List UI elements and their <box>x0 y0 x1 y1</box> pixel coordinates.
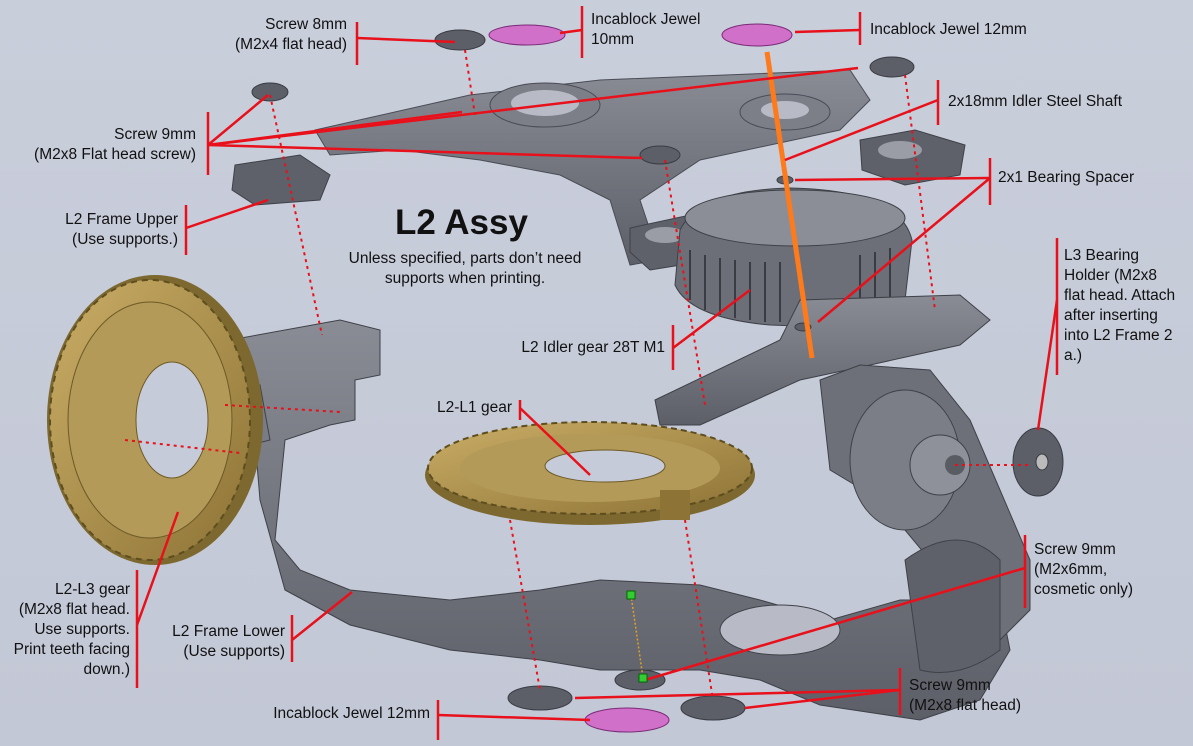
selection-marker <box>626 590 648 683</box>
label-jewel-12mm-bottom: Incablock Jewel 12mm <box>273 705 430 722</box>
l2-idler-gear <box>674 187 913 327</box>
label-idler-shaft: 2x18mm Idler Steel Shaft <box>948 93 1123 110</box>
diagram-title: L2 Assy <box>395 203 528 242</box>
l2-l1-gear <box>425 421 755 525</box>
assembly-guide-lines <box>124 49 1030 701</box>
jewels <box>488 23 793 733</box>
label-frame-upper: L2 Frame Upper(Use supports.) <box>65 211 178 248</box>
label-idler-gear: L2 Idler gear 28T M1 <box>521 339 665 356</box>
label-screw-9mm-top: Screw 9mm(M2x8 Flat head screw) <box>34 126 196 163</box>
l2-frame-lower <box>199 319 1031 721</box>
diagram-subtitle: Unless specified, parts don’t need suppo… <box>348 250 582 287</box>
label-bearing-spacer: 2x1 Bearing Spacer <box>998 169 1135 186</box>
leader-lines <box>135 6 1059 740</box>
l2-frame-middle-plate <box>654 294 991 426</box>
idler-shaft <box>764 51 815 359</box>
label-l2-l3-gear: L2-L3 gear(M2x8 flat head. Use supports.… <box>13 581 130 678</box>
l2-l3-gear <box>47 275 263 565</box>
label-screw-8mm: Screw 8mm(M2x4 flat head) <box>235 16 347 53</box>
label-screw-9mm-bottom: Screw 9mm(M2x8 flat head) <box>909 677 1021 714</box>
label-l2-l1-gear: L2-L1 gear <box>437 399 512 416</box>
label-screw-9mm-cosmetic: Screw 9mm(M2x6mm, cosmetic only) <box>1034 541 1134 598</box>
screws <box>251 29 1064 721</box>
label-frame-lower: L2 Frame Lower(Use supports) <box>172 623 285 660</box>
label-jewel-12mm-top: Incablock Jewel 12mm <box>870 21 1027 38</box>
